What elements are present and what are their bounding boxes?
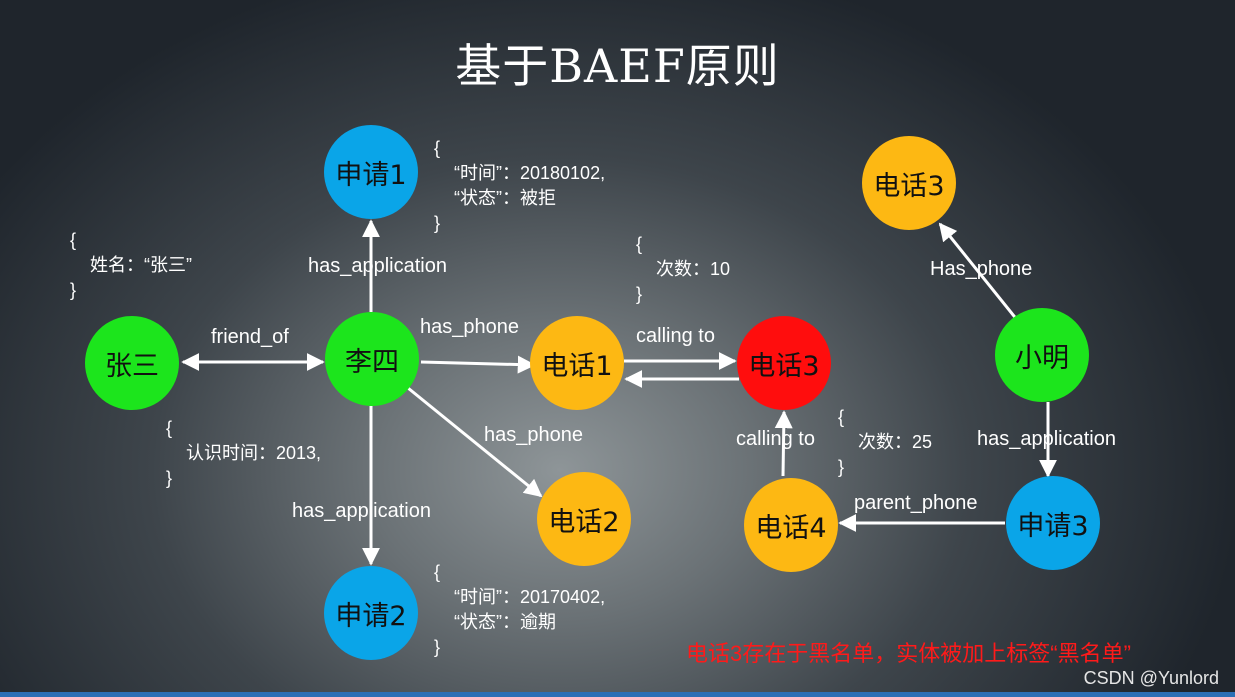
prop-line: 次数：25 bbox=[858, 432, 933, 452]
prop-line: { bbox=[434, 562, 441, 582]
props-app1: { “时间”：20180102, “状态”：被拒 } bbox=[434, 136, 605, 236]
prop-line: } bbox=[434, 213, 441, 233]
prop-line: } bbox=[166, 468, 173, 488]
node-phone1: 电话1 bbox=[530, 316, 624, 410]
edge-phone4-phone3 bbox=[774, 410, 793, 477]
edge-label-lisi-phone2: has_phone bbox=[484, 424, 583, 446]
prop-line: 次数：10 bbox=[656, 259, 731, 279]
edge-label-phone4-phone3: calling to bbox=[736, 428, 815, 450]
bottom-bar bbox=[0, 692, 1235, 697]
edge-label-xiaoming-phone3: Has_phone bbox=[930, 258, 1033, 280]
prop-line: { bbox=[838, 407, 845, 427]
node-phone3-blacklisted: 电话3 bbox=[737, 316, 831, 410]
edge-xiaoming-phone3 bbox=[938, 222, 1020, 322]
edge-lisi-phone2 bbox=[407, 386, 543, 498]
prop-line: } bbox=[70, 280, 77, 300]
diagram-title: 基于BAEF原则 bbox=[455, 39, 780, 93]
node-zhangsan: 张三 bbox=[85, 316, 179, 410]
edge-lisi-phone1 bbox=[420, 355, 536, 374]
node-app1: 申请1 bbox=[324, 125, 418, 219]
prop-line: { bbox=[70, 230, 77, 250]
prop-line: { bbox=[434, 138, 441, 158]
prop-line: “状态”：逾期 bbox=[454, 612, 556, 632]
edge-label-friend-of: friend_of bbox=[211, 326, 289, 348]
prop-line: “时间”：20170402, bbox=[454, 587, 606, 607]
node-phone4: 电话4 bbox=[744, 478, 838, 572]
prop-line: 姓名：“张三” bbox=[90, 255, 192, 275]
prop-line: } bbox=[838, 457, 845, 477]
prop-line: } bbox=[434, 637, 441, 657]
node-xiaoming: 小明 bbox=[995, 308, 1089, 402]
prop-line: { bbox=[166, 418, 173, 438]
prop-line: { bbox=[636, 234, 643, 254]
edge-label-lisi-phone1: has_phone bbox=[420, 316, 519, 338]
prop-line: } bbox=[636, 284, 643, 304]
prop-line: “状态”：被拒 bbox=[454, 188, 556, 208]
edge-label-lisi-app1: has_application bbox=[308, 255, 447, 277]
edge-label-app3-phone4: parent_phone bbox=[854, 492, 978, 514]
prop-line: 认识时间：2013, bbox=[186, 443, 322, 463]
edge-label-phone1-phone3: calling to bbox=[636, 325, 715, 347]
prop-line: “时间”：20180102, bbox=[454, 163, 606, 183]
node-app2: 申请2 bbox=[324, 566, 418, 660]
edge-label-lisi-app2: has_application bbox=[292, 500, 431, 522]
node-lisi: 李四 bbox=[325, 312, 419, 406]
props-zhangsan: { 姓名：“张三” } bbox=[70, 228, 192, 303]
node-app3: 申请3 bbox=[1006, 476, 1100, 570]
props-calls-25: { 次数：25 } bbox=[838, 405, 932, 480]
props-friendship: { 认识时间：2013, } bbox=[166, 416, 321, 491]
props-app2: { “时间”：20170402, “状态”：逾期 } bbox=[434, 560, 605, 660]
props-calls-10: { 次数：10 } bbox=[636, 232, 730, 307]
node-phone3-top: 电话3 bbox=[862, 136, 956, 230]
edge-label-xiaoming-app3: has_application bbox=[977, 428, 1116, 450]
watermark: CSDN @Yunlord bbox=[1083, 668, 1219, 688]
node-phone2: 电话2 bbox=[537, 472, 631, 566]
blacklist-note: 电话3存在于黑名单，实体被加上标签“黑名单” bbox=[686, 641, 1131, 666]
